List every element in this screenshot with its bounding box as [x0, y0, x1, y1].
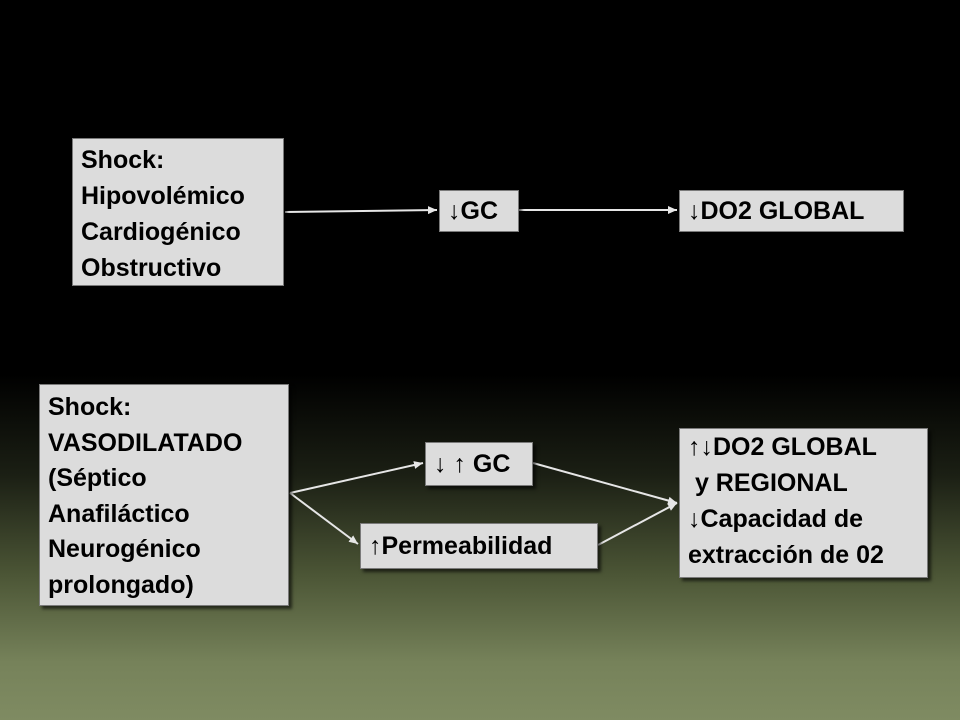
shock-hipovolemico-box: Shock: Hipovolémico Cardiogénico Obstruc…: [72, 138, 284, 286]
do2-global-label: ↓DO2 GLOBAL: [688, 197, 865, 225]
arrow-vasodilatado-to-permeabilidad: [289, 492, 359, 545]
prolongado-label: prolongado): [48, 570, 194, 599]
do2-global-regional-label: ↑↓DO2 GLOBAL: [688, 433, 877, 461]
arrow-vasodilatado-to-gc: [289, 461, 424, 494]
gc-decrease-label: ↓GC: [448, 197, 498, 225]
vasodilatado-label: VASODILATADO: [48, 428, 243, 457]
hipovolemico-label: Hipovolémico: [81, 182, 245, 210]
extraccion-label: extracción de 02: [688, 541, 884, 569]
do2-regional-box: ↑↓DO2 GLOBAL y REGIONAL ↓Capacidad de ex…: [679, 428, 928, 578]
gc-variable-label: ↓ ↑ GC: [434, 450, 511, 478]
y-regional-label: y REGIONAL: [688, 469, 848, 497]
gc-variable-box: ↓ ↑ GC: [425, 442, 533, 486]
do2-global-box: ↓DO2 GLOBAL: [679, 190, 904, 232]
permeabilidad-label: ↑Permeabilidad: [369, 532, 553, 560]
arrow-gc-to-do2-regional: [532, 462, 678, 505]
cardiogenico-label: Cardiogénico: [81, 218, 241, 246]
gc-decrease-box: ↓GC: [439, 190, 519, 232]
shock-label: Shock:: [81, 146, 165, 174]
neurogenico-label: Neurogénico: [48, 535, 201, 563]
capacidad-label: ↓Capacidad de: [688, 505, 864, 533]
obstructivo-label: Obstructivo: [81, 254, 222, 282]
septico-label: (Séptico: [48, 464, 147, 492]
anafilactico-label: Anafiláctico: [48, 499, 190, 528]
arrow-shock-to-gc: [284, 206, 438, 215]
shock-vasodilatado-box: Shock: VASODILATADO (Séptico Anafiláctic…: [39, 384, 289, 606]
arrow-permeabilidad-to-do2-regional: [597, 502, 678, 546]
permeabilidad-box: ↑Permeabilidad: [360, 523, 598, 569]
shock-label-2: Shock:: [48, 393, 132, 421]
